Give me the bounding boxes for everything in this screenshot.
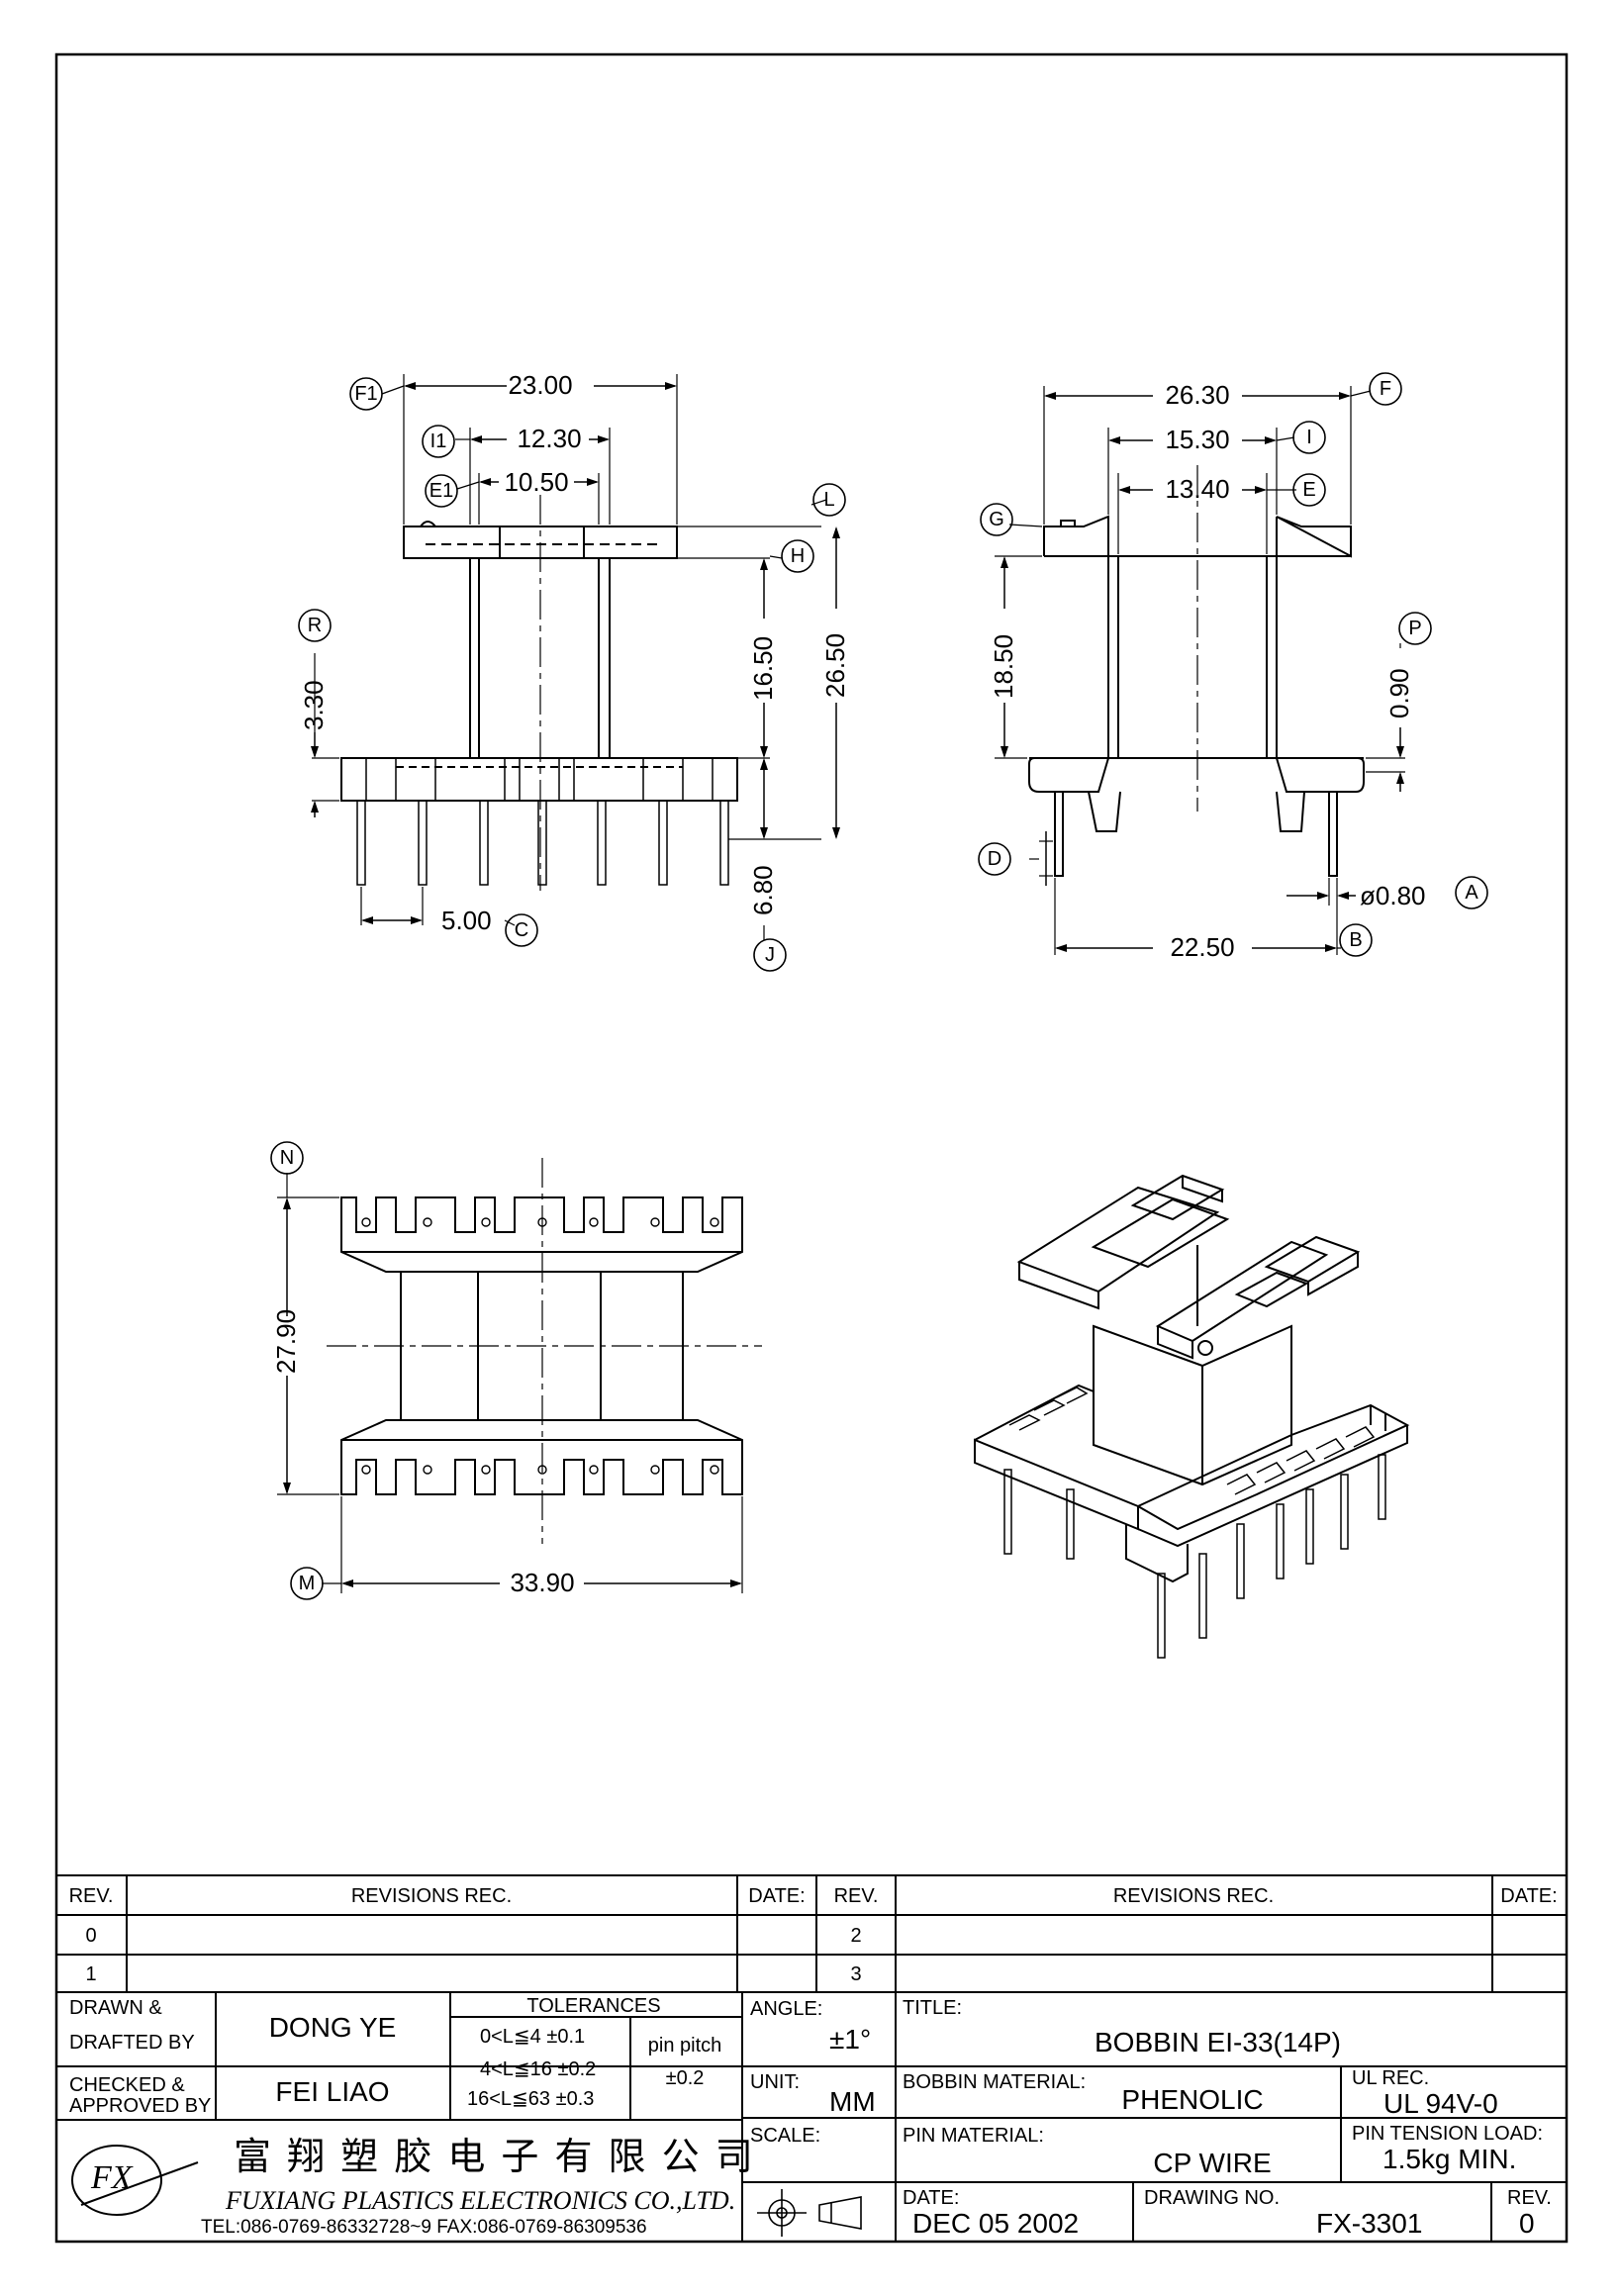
dim-n-height: 27.90: [271, 1308, 301, 1374]
pin-tension-label: PIN TENSION LOAD:: [1352, 2123, 1544, 2145]
revisions-header-left: REVISIONS REC.: [350, 1885, 513, 1907]
title-label: TITLE:: [903, 1997, 963, 2019]
ul-rec-value: UL 94V-0: [1383, 2088, 1498, 2119]
marker-f: F: [1379, 378, 1392, 400]
bottom-view: [270, 1141, 762, 1600]
dim-f-width: 26.30: [1165, 380, 1230, 410]
unit-value: MM: [829, 2086, 876, 2117]
date-label: DATE:: [903, 2187, 960, 2209]
bobbin-material-value: PHENOLIC: [1121, 2084, 1264, 2115]
drawn-label-2: DRAFTED BY: [69, 2032, 195, 2054]
dim-a-diameter: ø0.80: [1360, 881, 1426, 910]
marker-l: L: [823, 489, 835, 511]
front-view: [298, 374, 846, 972]
marker-h: H: [790, 545, 806, 567]
dim-m-width: 33.90: [510, 1568, 575, 1597]
date-header-left: DATE:: [748, 1885, 806, 1907]
marker-d: D: [987, 848, 1002, 870]
dim-c-pitch: 5.00: [441, 906, 492, 935]
marker-a: A: [1465, 882, 1478, 904]
drawing-no-value: FX-3301: [1316, 2208, 1423, 2239]
dim-b-width: 22.50: [1170, 932, 1235, 962]
marker-f1: F1: [354, 383, 378, 405]
tolerance-row-2: 4<L≦16 ±0.2: [480, 2058, 597, 2080]
marker-p: P: [1408, 618, 1422, 639]
marker-b: B: [1349, 929, 1363, 951]
rev-value: 0: [1519, 2208, 1535, 2239]
dim-e-width: 13.40: [1165, 474, 1230, 504]
pin-tension-value: 1.5kg MIN.: [1382, 2144, 1517, 2174]
marker-e: E: [1302, 479, 1316, 501]
scale-label: SCALE:: [750, 2125, 821, 2147]
angle-value: ±1°: [829, 2024, 872, 2055]
pin-material-label: PIN MATERIAL:: [903, 2125, 1044, 2147]
pin-pitch-value: ±0.2: [665, 2067, 705, 2089]
marker-i: I: [1306, 427, 1312, 448]
revisions-header-right: REVISIONS REC.: [1112, 1885, 1275, 1907]
checked-by-value: FEI LIAO: [275, 2076, 390, 2107]
unit-label: UNIT:: [750, 2071, 800, 2093]
marker-c: C: [514, 919, 529, 941]
rev-header-right: REV.: [833, 1885, 879, 1907]
checked-label-2: APPROVED BY: [69, 2095, 212, 2117]
tolerance-row-1: 0<L≦4 ±0.1: [480, 2026, 586, 2048]
dim-i1-width: 12.30: [517, 424, 582, 453]
rev-label: REV.: [1507, 2187, 1552, 2209]
dim-i-width: 15.30: [1165, 425, 1230, 454]
marker-n: N: [279, 1147, 295, 1169]
dim-l-height: 26.50: [820, 632, 850, 698]
dim-g-height: 18.50: [989, 633, 1018, 699]
date-header-right: DATE:: [1500, 1885, 1558, 1907]
rev-row-3: 3: [850, 1963, 862, 1985]
rev-row-0: 0: [85, 1925, 97, 1947]
dim-r-height: 3.30: [299, 680, 329, 730]
projection-symbol: [757, 2189, 862, 2237]
isometric-view: [974, 1174, 1410, 1659]
dim-j-height: 6.80: [748, 865, 778, 915]
logo-text: FX: [91, 2159, 133, 2196]
bobbin-material-label: BOBBIN MATERIAL:: [903, 2071, 1087, 2093]
date-value: DEC 05 2002: [912, 2208, 1080, 2239]
rev-header-left: REV.: [68, 1885, 114, 1907]
title-value: BOBBIN EI-33(14P): [1095, 2027, 1341, 2057]
marker-e1: E1: [429, 480, 454, 502]
angle-label: ANGLE:: [750, 1998, 823, 2020]
dim-p-height: 0.90: [1384, 668, 1414, 718]
marker-j: J: [765, 944, 775, 966]
checked-label-1: CHECKED &: [69, 2074, 185, 2096]
pin-pitch-label: pin pitch: [647, 2035, 722, 2057]
drawing-no-label: DRAWING NO.: [1144, 2187, 1281, 2209]
rev-row-2: 2: [850, 1925, 862, 1947]
company-contact: TEL:086-0769-86332728~9 FAX:086-0769-863…: [201, 2217, 647, 2238]
title-block-grid: [56, 1874, 1567, 2242]
side-view: [978, 372, 1488, 957]
drawn-label-1: DRAWN &: [69, 1997, 162, 2019]
marker-m: M: [298, 1573, 316, 1594]
drawn-by-value: DONG YE: [268, 2012, 397, 2043]
ul-rec-label: UL REC.: [1352, 2067, 1430, 2089]
tolerance-row-3: 16<L≦63 ±0.3: [467, 2088, 595, 2110]
company-name-cn: 富 翔 塑 胶 电 子 有 限 公 司: [234, 2135, 755, 2178]
dim-h-height: 16.50: [748, 635, 778, 701]
rev-row-1: 1: [85, 1963, 97, 1985]
marker-i1: I1: [429, 430, 447, 452]
dim-f1-width: 23.00: [508, 370, 573, 400]
pin-material-value: CP WIRE: [1153, 2148, 1272, 2178]
marker-g: G: [989, 509, 1004, 530]
tolerances-label: TOLERANCES: [526, 1995, 661, 2017]
marker-r: R: [307, 615, 323, 636]
company-logo: [71, 2145, 199, 2216]
company-name-en: FUXIANG PLASTICS ELECTRONICS CO.,LTD.: [226, 2186, 736, 2215]
dim-e1-width: 10.50: [504, 467, 569, 497]
sheet-border: [54, 52, 1569, 2244]
